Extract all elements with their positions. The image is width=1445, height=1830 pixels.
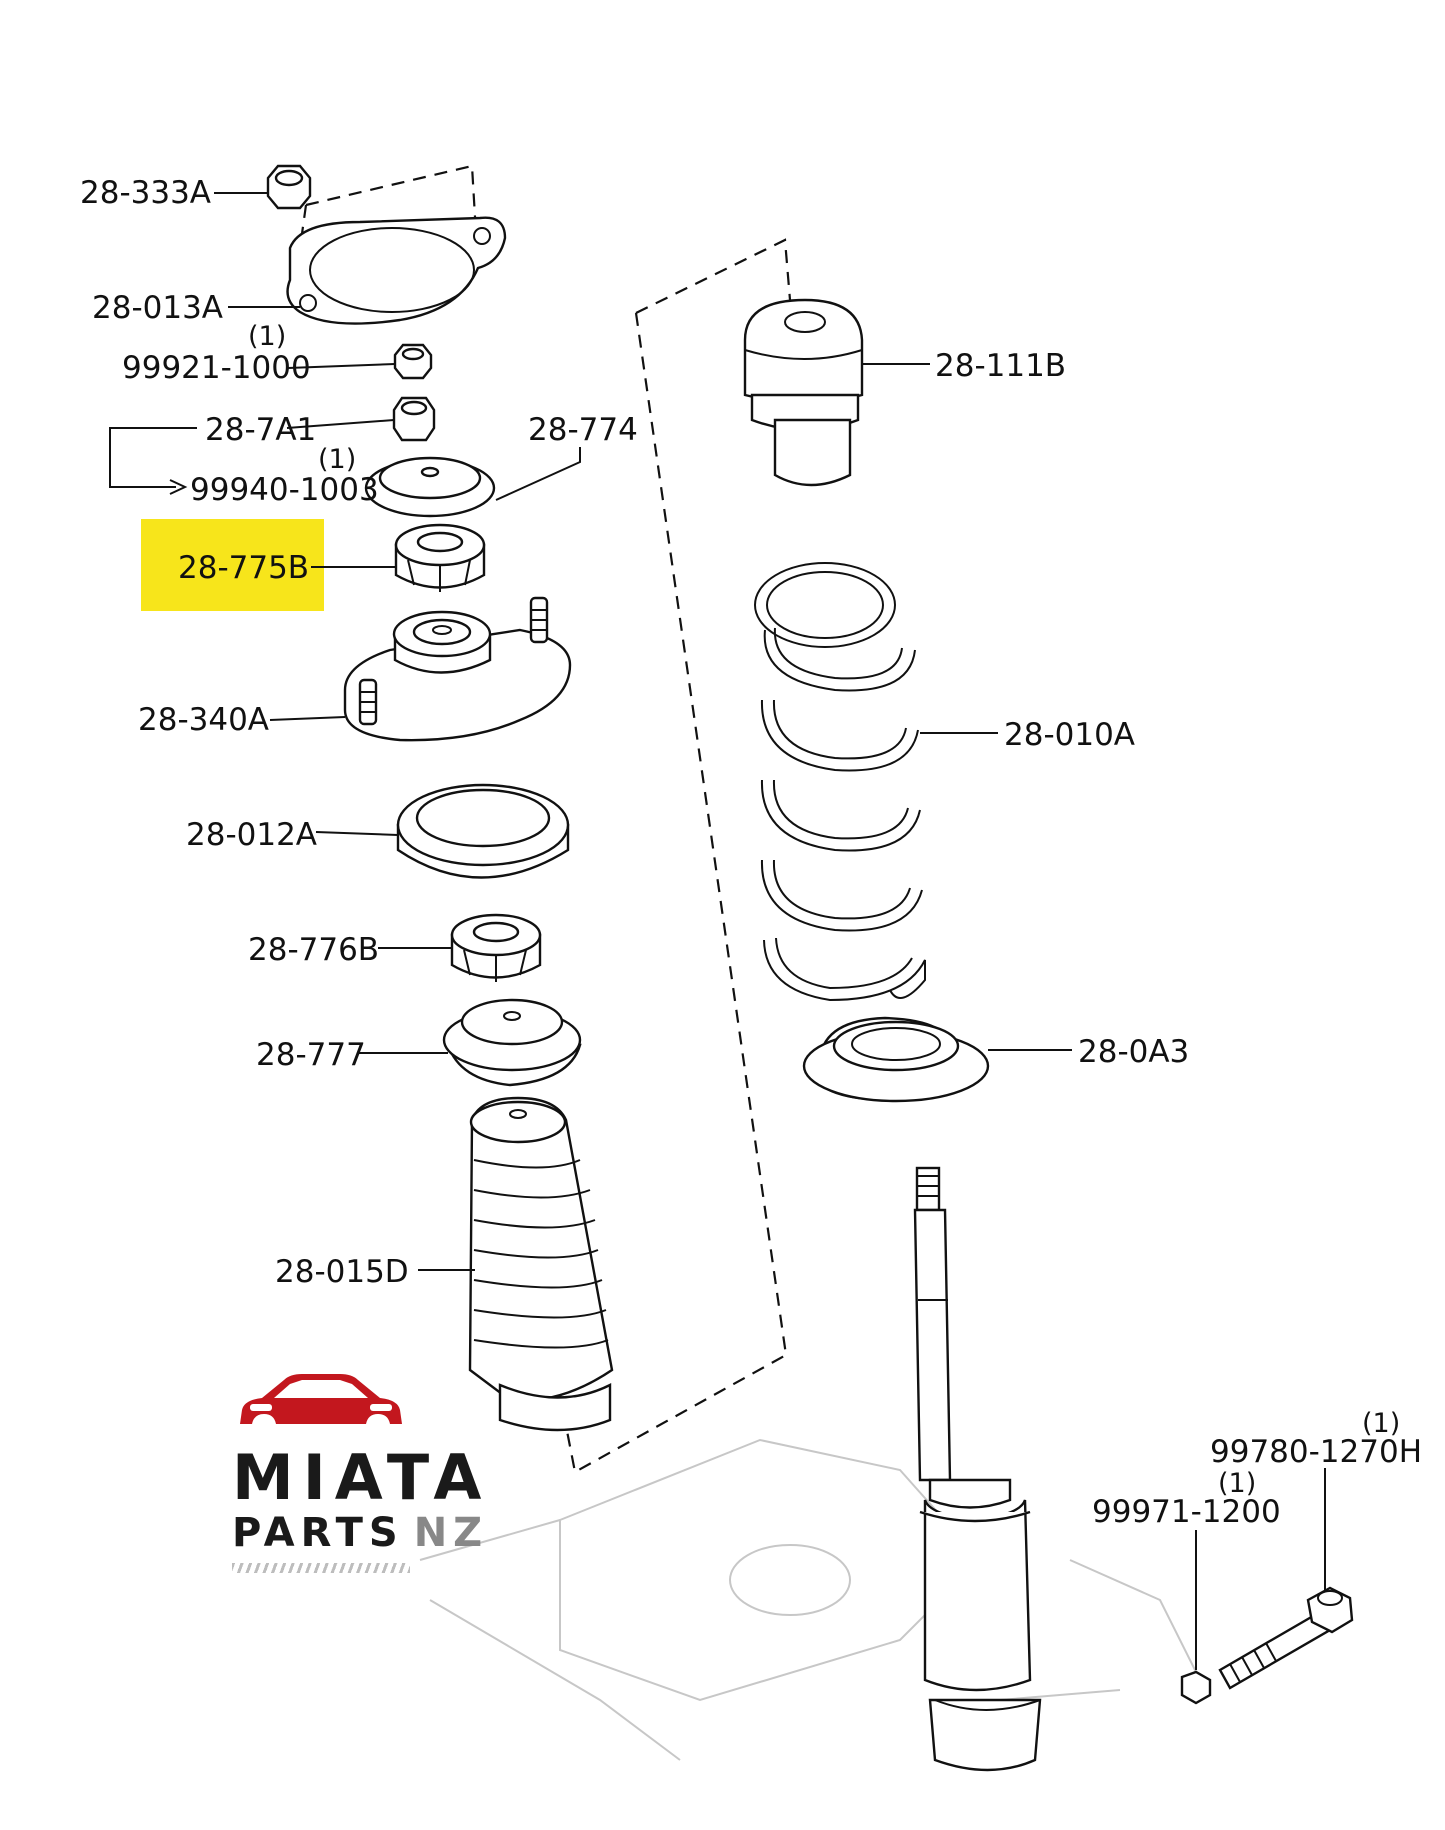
part-28-777-cap[interactable] xyxy=(442,998,582,1087)
part-28-013A-gasket[interactable] xyxy=(286,216,507,325)
part-labels: 28-333A 28-013A (1) 99921-1000 28-7A1 (1… xyxy=(80,175,1422,1530)
part-99780-1270H-bolt[interactable] xyxy=(1218,1586,1354,1690)
label-28-111B[interactable]: 28-111B xyxy=(935,348,1066,384)
part-28-776B-bushing[interactable] xyxy=(450,913,542,982)
logo-wordmark-partsnz: PARTS NZ xyxy=(232,1510,482,1556)
car-icon xyxy=(240,1374,402,1436)
label-99971-1200[interactable]: 99971-1200 xyxy=(1092,1494,1281,1530)
label-28-015D[interactable]: 28-015D xyxy=(275,1254,409,1290)
part-28-010A-spring[interactable] xyxy=(754,562,926,1002)
label-28-0A3[interactable]: 28-0A3 xyxy=(1078,1034,1189,1070)
logo-nz: NZ xyxy=(413,1510,489,1556)
part-28-775B-bushing[interactable] xyxy=(394,523,486,592)
part-28-015D-boot[interactable] xyxy=(468,1096,614,1432)
label-28-774[interactable]: 28-774 xyxy=(528,412,638,448)
part-28-333A-nut[interactable] xyxy=(266,164,312,210)
label-28-013A[interactable]: 28-013A xyxy=(92,290,223,326)
alignment-dash-lines xyxy=(298,164,792,1474)
part-28-340A-mount[interactable] xyxy=(343,596,572,742)
part-28-111B-bumpstop[interactable] xyxy=(743,298,864,487)
logo-wordmark-miata: MIATA xyxy=(232,1441,491,1514)
part-28-7A1-nut[interactable] xyxy=(392,396,436,442)
label-99780-1270H[interactable]: 99780-1270H xyxy=(1210,1434,1422,1470)
qty-99940-1003: (1) xyxy=(318,444,356,475)
qty-99780-1270H: (1) xyxy=(1362,1408,1400,1439)
label-28-340A[interactable]: 28-340A xyxy=(138,702,269,738)
logo-parts: PARTS xyxy=(232,1510,404,1556)
logo-hatch-rule xyxy=(232,1563,410,1573)
part-shock-absorber[interactable] xyxy=(913,1166,1042,1772)
label-28-012A[interactable]: 28-012A xyxy=(186,817,317,853)
background-knuckle-sketch xyxy=(419,1438,1201,1761)
qty-99971-1200: (1) xyxy=(1218,1468,1256,1499)
highlight-box xyxy=(141,519,324,611)
part-99971-1200-nut[interactable] xyxy=(1180,1670,1212,1705)
leader-lines xyxy=(109,192,1326,1670)
label-99921-1000[interactable]: 99921-1000 xyxy=(122,350,311,386)
label-28-776B[interactable]: 28-776B xyxy=(248,932,379,968)
part-28-774-washer[interactable] xyxy=(364,456,496,518)
label-28-010A[interactable]: 28-010A xyxy=(1004,717,1135,753)
label-28-333A[interactable]: 28-333A xyxy=(80,175,211,211)
part-99921-1000-nut[interactable] xyxy=(393,343,433,380)
miata-parts-nz-logo: MIATA PARTS NZ xyxy=(232,1370,491,1573)
label-28-777[interactable]: 28-777 xyxy=(256,1037,366,1073)
label-28-7A1[interactable]: 28-7A1 xyxy=(205,412,316,448)
part-28-012A-seat[interactable] xyxy=(396,783,570,879)
qty-99921-1000: (1) xyxy=(248,321,286,352)
label-28-775B[interactable]: 28-775B xyxy=(178,550,309,586)
part-28-0A3-seat[interactable] xyxy=(802,1016,990,1103)
label-99940-1003[interactable]: 99940-1003 xyxy=(190,472,379,508)
